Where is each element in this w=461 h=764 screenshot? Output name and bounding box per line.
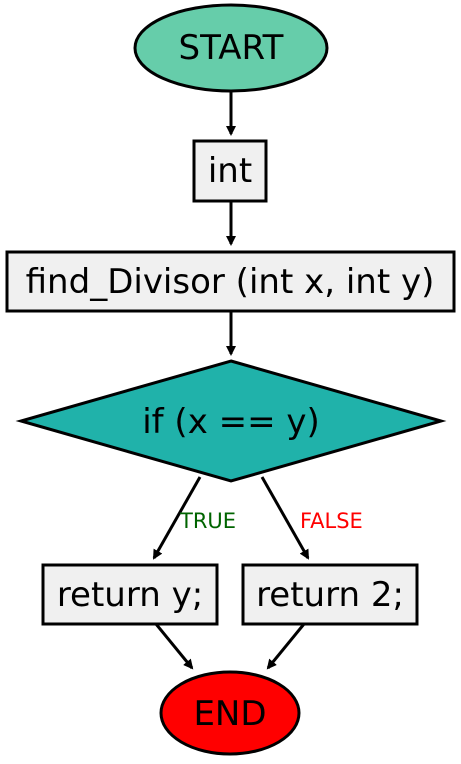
function-signature-node: find_Divisor (int x, int y) <box>5 250 456 313</box>
edge-true-to-end <box>154 623 194 670</box>
true-edge-label: TRUE <box>179 509 236 533</box>
false-edge-label: FALSE <box>300 509 363 533</box>
edge-decision-false <box>260 476 310 560</box>
return-type-label: int <box>208 151 252 191</box>
end-node: END <box>159 670 301 756</box>
end-label: END <box>193 694 266 734</box>
return-false-node: return 2; <box>241 563 419 626</box>
return-true-label: return y; <box>57 575 203 615</box>
edge-false-to-end <box>266 623 306 670</box>
condition-node: if (x == y) <box>15 359 447 483</box>
return-true-node: return y; <box>41 563 219 626</box>
return-type-node: int <box>192 139 268 203</box>
function-signature-label: find_Divisor (int x, int y) <box>26 262 435 302</box>
start-label: START <box>179 28 284 68</box>
start-node: START <box>133 3 329 93</box>
return-false-label: return 2; <box>256 575 404 615</box>
condition-label: if (x == y) <box>142 402 320 442</box>
edge-decision-true <box>152 476 202 560</box>
